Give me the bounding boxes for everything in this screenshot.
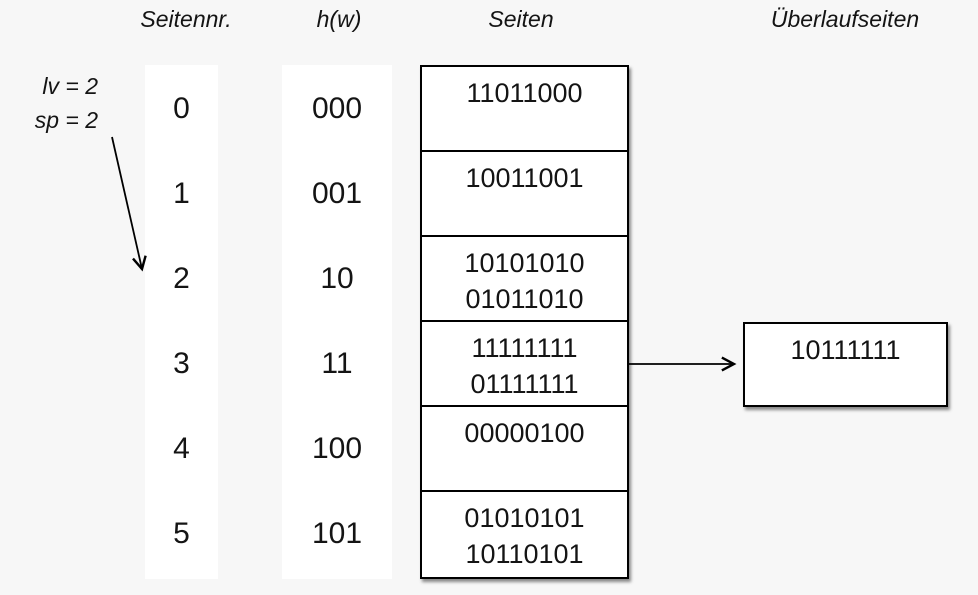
hw-value: 100 <box>311 431 363 465</box>
page-cell-5: 01010101 10110101 <box>422 492 627 577</box>
page-cell-2: 10101010 01011010 <box>422 237 627 322</box>
page-entry: 01111111 <box>470 369 579 399</box>
hw-column-background <box>282 65 392 579</box>
annotation-lv: lv = 2 <box>42 73 98 99</box>
column-header-hw: h(w) <box>316 6 362 32</box>
pages-table: 11011000 10011001 10101010 01011010 1111… <box>420 65 629 579</box>
seitennr-value: 3 <box>173 346 190 380</box>
seitennr-value: 5 <box>173 516 190 550</box>
seitennr-column-background <box>145 65 218 579</box>
page-cell-0: 11011000 <box>422 67 627 152</box>
page-entry: 00000100 <box>464 418 585 448</box>
page-entry: 01010101 <box>464 503 585 533</box>
page-entry: 10011001 <box>465 163 584 193</box>
column-header-ueberlaufseiten: Überlaufseiten <box>770 6 920 32</box>
page-entry: 11111111 <box>471 333 578 363</box>
page-cell-3: 11111111 01111111 <box>422 322 627 407</box>
page-entry: 10101010 <box>464 248 585 278</box>
page-entry: 10110101 <box>465 539 584 569</box>
seitennr-value: 2 <box>173 261 190 295</box>
annotation-sp: sp = 2 <box>34 107 98 133</box>
page-cell-4: 00000100 <box>422 407 627 492</box>
overflow-entry: 10111111 <box>790 335 901 365</box>
page-entry: 01011010 <box>465 284 584 314</box>
overflow-page-box: 10111111 <box>743 322 948 407</box>
hw-value: 001 <box>311 176 363 210</box>
seitennr-value: 4 <box>173 431 190 465</box>
column-header-seitennr: Seitennr. <box>140 6 232 32</box>
seitennr-value: 1 <box>173 176 190 210</box>
hw-value: 10 <box>320 261 354 295</box>
hw-value: 11 <box>321 346 353 380</box>
hw-value: 000 <box>311 91 363 125</box>
sp-pointer-arrow <box>111 136 142 269</box>
column-header-seiten: Seiten <box>488 6 554 32</box>
hw-value: 101 <box>311 516 363 550</box>
page-entry: 11011000 <box>466 78 583 108</box>
page-cell-1: 10011001 <box>422 152 627 237</box>
seitennr-value: 0 <box>173 91 190 125</box>
